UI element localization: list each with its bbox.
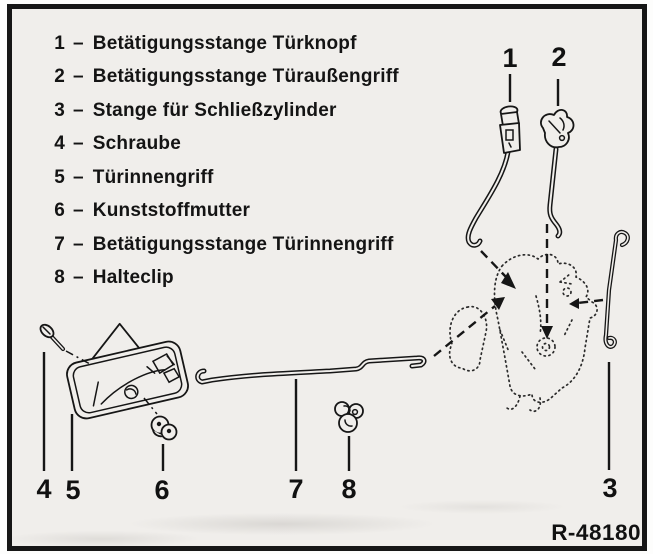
callout-number-7: 7 bbox=[288, 474, 304, 504]
legend-item-dash: – bbox=[73, 66, 84, 88]
legend-item-number: 2 bbox=[54, 66, 65, 88]
legend-item-dash: – bbox=[73, 200, 84, 222]
part-clip-drawing bbox=[334, 401, 364, 433]
legend-item-label: Stange für Schließzylinder bbox=[92, 99, 337, 121]
legend-item-number: 3 bbox=[54, 99, 65, 121]
callout-number-8: 8 bbox=[341, 474, 357, 504]
legend-row-5: 5 – Türinnengriff bbox=[48, 161, 399, 195]
legend-item-label: Kunststoffmutter bbox=[92, 200, 251, 222]
legend-row-2: 2 – Betätigungsstange Türaußengriff bbox=[48, 61, 399, 95]
part-rod-outer-handle-drawing bbox=[540, 109, 575, 239]
legend-item-number: 5 bbox=[54, 166, 65, 188]
legend-item-dash: – bbox=[73, 99, 84, 121]
callout-number-3: 3 bbox=[602, 473, 618, 503]
part-inner-handle-rod-drawing bbox=[195, 355, 427, 385]
legend-item-dash: – bbox=[73, 32, 84, 54]
legend-item-number: 6 bbox=[54, 200, 65, 222]
legend-item-dash: – bbox=[73, 166, 84, 188]
legend-item-label: Betätigungsstange Türknopf bbox=[92, 32, 357, 54]
callout-number-6: 6 bbox=[154, 475, 170, 505]
legend-item-number: 4 bbox=[54, 133, 65, 155]
legend-item-dash: – bbox=[73, 267, 84, 289]
legend-item-number: 1 bbox=[54, 32, 65, 54]
part-lock-cylinder-rod-drawing bbox=[603, 229, 630, 349]
legend-item-dash: – bbox=[73, 133, 84, 155]
legend: 1 – Betätigungsstange Türknopf 2 – Betät… bbox=[48, 27, 399, 295]
legend-row-3: 3 – Stange für Schließzylinder bbox=[48, 94, 399, 128]
legend-item-number: 7 bbox=[54, 233, 65, 255]
figure-reference: R-48180 bbox=[551, 520, 641, 545]
legend-item-label: Schraube bbox=[92, 133, 181, 155]
callout-number-4: 4 bbox=[36, 474, 52, 504]
legend-item-label: Halteclip bbox=[92, 267, 174, 289]
callout-leader-lines bbox=[42, 74, 611, 471]
legend-item-label: Türinnengriff bbox=[92, 166, 214, 188]
legend-item-number: 8 bbox=[54, 267, 65, 289]
lock-assembly-dotted-drawing bbox=[448, 253, 598, 413]
callout-number-2: 2 bbox=[551, 42, 567, 72]
callout-number-5: 5 bbox=[65, 475, 81, 505]
callout-number-1: 1 bbox=[502, 43, 518, 73]
legend-row-7: 7 – Betätigungsstange Türinnengriff bbox=[48, 228, 399, 262]
legend-item-dash: – bbox=[73, 233, 84, 255]
scan-frame bbox=[7, 4, 647, 551]
legend-row-1: 1 – Betätigungsstange Türknopf bbox=[48, 27, 399, 61]
part-rod-doorknob-drawing bbox=[465, 105, 521, 248]
part-inner-handle-drawing bbox=[66, 322, 189, 420]
legend-item-label: Betätigungsstange Türaußengriff bbox=[92, 66, 399, 88]
legend-row-4: 4 – Schraube bbox=[48, 128, 399, 162]
legend-row-6: 6 – Kunststoffmutter bbox=[48, 195, 399, 229]
part-plastic-nut-drawing bbox=[150, 415, 178, 441]
part-screw-drawing bbox=[39, 323, 66, 352]
legend-item-label: Betätigungsstange Türinnengriff bbox=[92, 233, 394, 255]
assembly-dashed-lines bbox=[65, 224, 604, 415]
legend-row-8: 8 – Halteclip bbox=[48, 262, 399, 296]
